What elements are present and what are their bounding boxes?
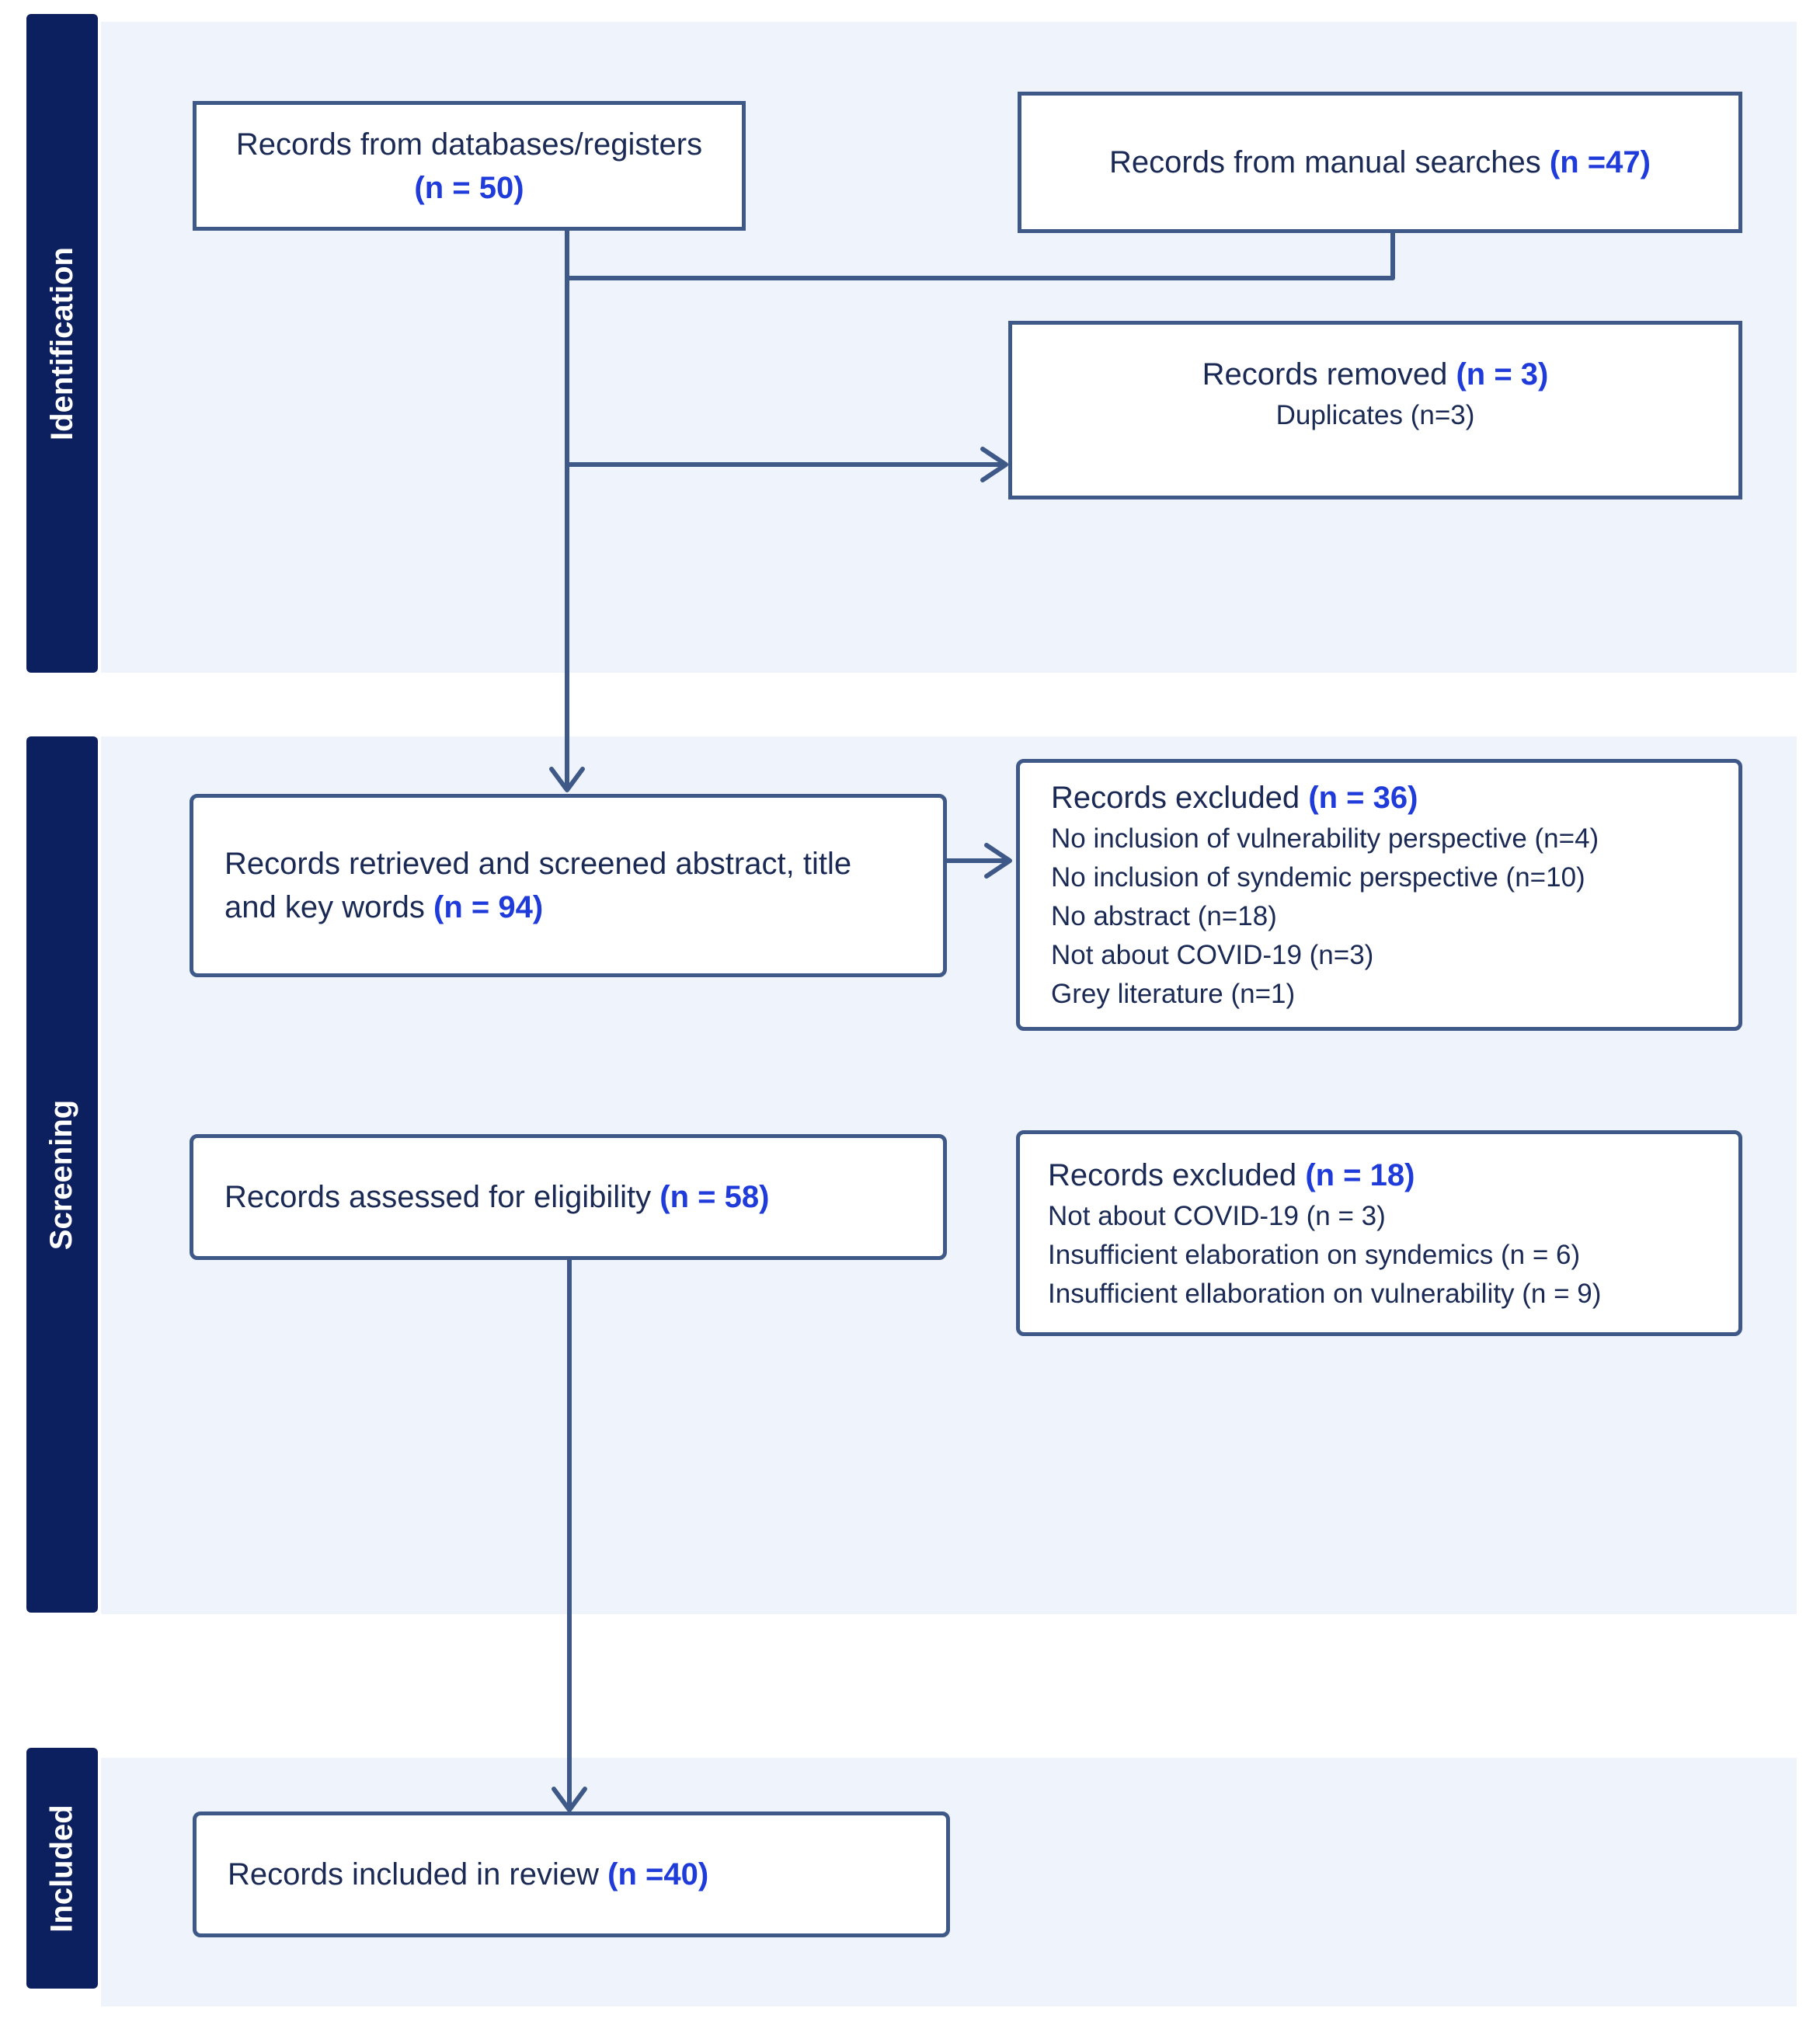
excluded-screening-reason: Not about COVID-19 (n=3): [1051, 940, 1374, 970]
screened-count: (n = 94): [433, 890, 544, 924]
excluded-screening-count: (n = 36): [1308, 781, 1418, 815]
removed-label: Records removed: [1202, 357, 1448, 392]
screened-line-2: and key words (n = 94): [224, 886, 543, 929]
phase-identification: Identification: [26, 14, 98, 673]
databases-count: (n = 50): [414, 170, 524, 205]
arrowhead-screened: [549, 767, 585, 792]
connector-manual-merge: [565, 228, 1395, 280]
box-eligibility: Records assessed for eligibility (n = 58…: [190, 1134, 947, 1260]
removed-count: (n = 3): [1456, 357, 1549, 392]
excluded-screening-reason: Grey literature (n=1): [1051, 979, 1296, 1009]
screened-label-2: and key words: [224, 890, 425, 924]
box-databases: Records from databases/registers (n = 50…: [193, 101, 746, 231]
included-line: Records included in review (n =40): [228, 1853, 708, 1896]
excluded-screening-reason: No inclusion of vulnerability perspectiv…: [1051, 823, 1599, 854]
box-excluded-screening: Records excluded (n = 36) No inclusion o…: [1016, 759, 1742, 1031]
arrowhead-removed: [980, 447, 1008, 482]
phase-included: Included: [26, 1748, 98, 1989]
excluded-screening-reason: No inclusion of syndemic perspective (n=…: [1051, 862, 1585, 893]
arrowhead-excluded-screening: [984, 843, 1012, 879]
included-count: (n =40): [607, 1857, 709, 1892]
excluded-screening-line: Records excluded (n = 36): [1051, 776, 1418, 820]
excluded-screening-reason: No abstract (n=18): [1051, 901, 1277, 931]
databases-label: Records from databases/registers: [235, 127, 703, 162]
excluded-eligibility-reason: Insufficient elaboration on syndemics (n…: [1048, 1239, 1581, 1270]
eligibility-label: Records assessed for eligibility: [224, 1180, 652, 1214]
box-manual-searches: Records from manual searches (n =47): [1018, 92, 1742, 233]
eligibility-count: (n = 58): [659, 1180, 770, 1214]
excluded-eligibility-label: Records excluded: [1048, 1157, 1297, 1192]
arrowhead-included: [552, 1787, 587, 1812]
phase-screening: Screening: [26, 736, 98, 1613]
box-excluded-eligibility: Records excluded (n = 18) Not about COVI…: [1016, 1130, 1742, 1336]
excluded-screening-label: Records excluded: [1051, 781, 1300, 815]
removed-line: Records removed (n = 3): [1202, 353, 1549, 396]
excluded-eligibility-line: Records excluded (n = 18): [1048, 1154, 1415, 1197]
box-included: Records included in review (n =40): [193, 1811, 950, 1937]
removed-detail: Duplicates (n=3): [1275, 400, 1475, 430]
excluded-eligibility-reason: Not about COVID-19 (n = 3): [1048, 1200, 1386, 1231]
manual-count: (n =47): [1549, 145, 1651, 179]
screened-line-1: Records retrieved and screened abstract,…: [224, 847, 852, 881]
included-label: Records included in review: [228, 1857, 600, 1892]
excluded-eligibility-reason: Insufficient ellaboration on vulnerabili…: [1048, 1278, 1602, 1309]
manual-line: Records from manual searches (n =47): [1109, 141, 1651, 184]
box-records-removed: Records removed (n = 3) Duplicates (n=3): [1008, 321, 1742, 499]
box-records-screened: Records retrieved and screened abstract,…: [190, 794, 947, 977]
manual-label: Records from manual searches: [1109, 145, 1541, 179]
excluded-eligibility-count: (n = 18): [1305, 1157, 1415, 1192]
eligibility-line: Records assessed for eligibility (n = 58…: [224, 1175, 769, 1219]
